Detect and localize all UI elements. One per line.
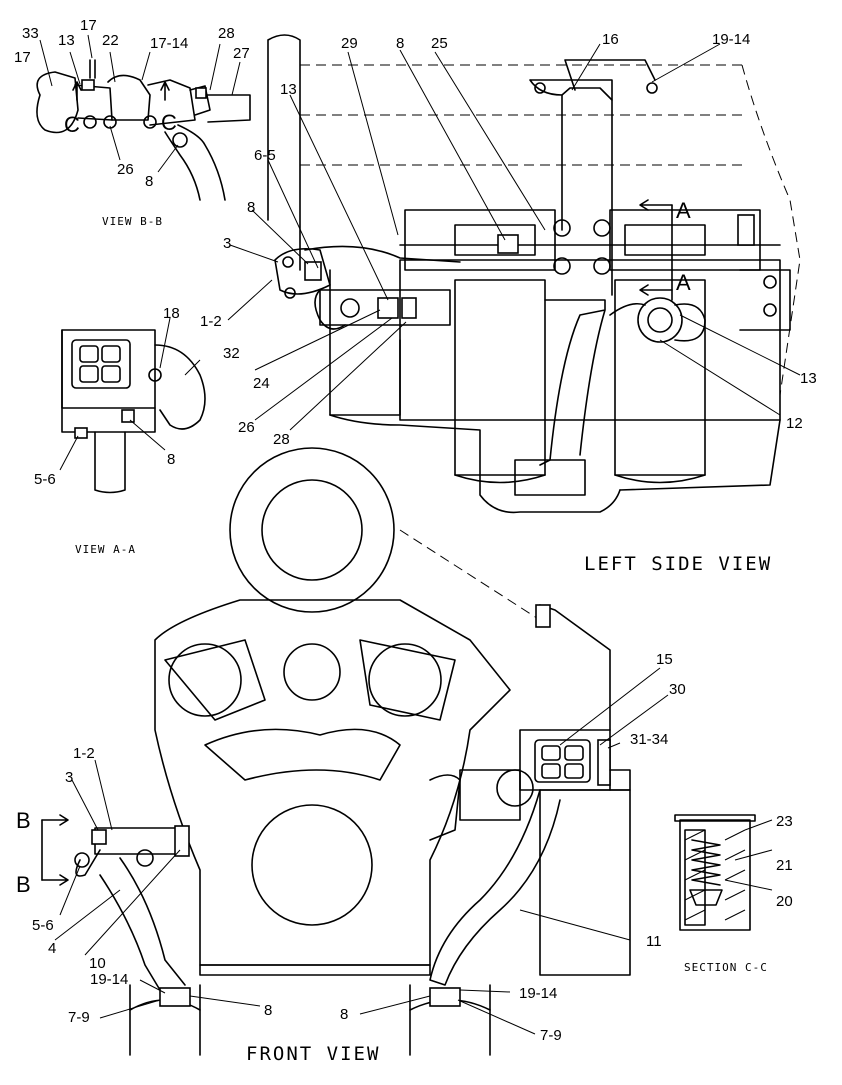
callout-21: 21: [776, 857, 793, 874]
callout-5-6: 5-6: [32, 917, 54, 934]
callout-25: 25: [431, 35, 448, 52]
callout-5-6: 5-6: [34, 471, 56, 488]
callout-19-14: 19-14: [519, 985, 557, 1002]
caption-left-side-view: LEFT SIDE VIEW: [584, 553, 772, 575]
callout-17: 17: [14, 49, 31, 66]
callout-11: 11: [646, 933, 662, 950]
callout-19-14: 19-14: [90, 971, 128, 988]
callout-28: 28: [273, 431, 290, 448]
caption-section-cc: SECTION C-C: [684, 961, 768, 974]
callout-13: 13: [280, 81, 297, 98]
callout-8: 8: [167, 451, 175, 468]
caption-view-bb: VIEW B-B: [102, 215, 163, 228]
callout-12: 12: [786, 415, 803, 432]
callout-26: 26: [117, 161, 134, 178]
callout-10: 10: [89, 955, 106, 972]
callout-8: 8: [264, 1002, 272, 1019]
callout-17: 17: [80, 17, 97, 34]
callout-8: 8: [247, 199, 255, 216]
callout-28: 28: [218, 25, 235, 42]
callout-29: 29: [341, 35, 358, 52]
callout-13: 13: [800, 370, 817, 387]
callout-31-34: 31-34: [630, 731, 668, 748]
left-side-view-drawing: A A: [227, 34, 801, 514]
callout-15: 15: [656, 651, 673, 668]
section-cc-drawing: [674, 814, 773, 931]
view-aa-drawing: [59, 317, 206, 494]
section-marker-c-right: C: [161, 110, 177, 135]
callout-17-14: 17-14: [150, 35, 188, 52]
callout-20: 20: [776, 893, 793, 910]
section-marker-b-bottom: B: [16, 872, 31, 897]
section-marker-c-left: C: [64, 112, 80, 137]
callout-7-9: 7-9: [540, 1027, 562, 1044]
section-marker-a-bottom: A: [676, 270, 691, 295]
callout-8: 8: [340, 1006, 348, 1023]
callout-3: 3: [65, 769, 73, 786]
section-marker-a-top: A: [676, 198, 691, 223]
view-bb-drawing: C C: [36, 34, 251, 201]
callout-27: 27: [233, 45, 250, 62]
callout-16: 16: [602, 31, 619, 48]
callout-26: 26: [238, 419, 255, 436]
callout-1-2: 1-2: [200, 313, 222, 330]
callout-13: 13: [58, 32, 75, 49]
callout-8: 8: [396, 35, 404, 52]
callout-24: 24: [253, 375, 270, 392]
front-view-drawing: B B: [16, 447, 669, 1056]
callout-1-2: 1-2: [73, 745, 95, 762]
callout-19-14: 19-14: [712, 31, 750, 48]
callout-18: 18: [163, 305, 180, 322]
caption-view-aa: VIEW A-A: [75, 543, 136, 556]
callout-23: 23: [776, 813, 793, 830]
callout-22: 22: [102, 32, 119, 49]
callout-7-9: 7-9: [68, 1009, 90, 1026]
callout-labels: 17 33 13 17 22 17-14 28 27 26 8 29 8 25 …: [14, 17, 817, 1044]
callout-8: 8: [145, 173, 153, 190]
section-marker-b-top: B: [16, 808, 31, 833]
callout-3: 3: [223, 235, 231, 252]
callout-4: 4: [48, 940, 56, 957]
callout-32: 32: [223, 345, 240, 362]
callout-30: 30: [669, 681, 686, 698]
callout-6-5: 6-5: [254, 147, 276, 164]
callout-33: 33: [22, 25, 39, 42]
caption-front-view: FRONT VIEW: [246, 1043, 380, 1065]
